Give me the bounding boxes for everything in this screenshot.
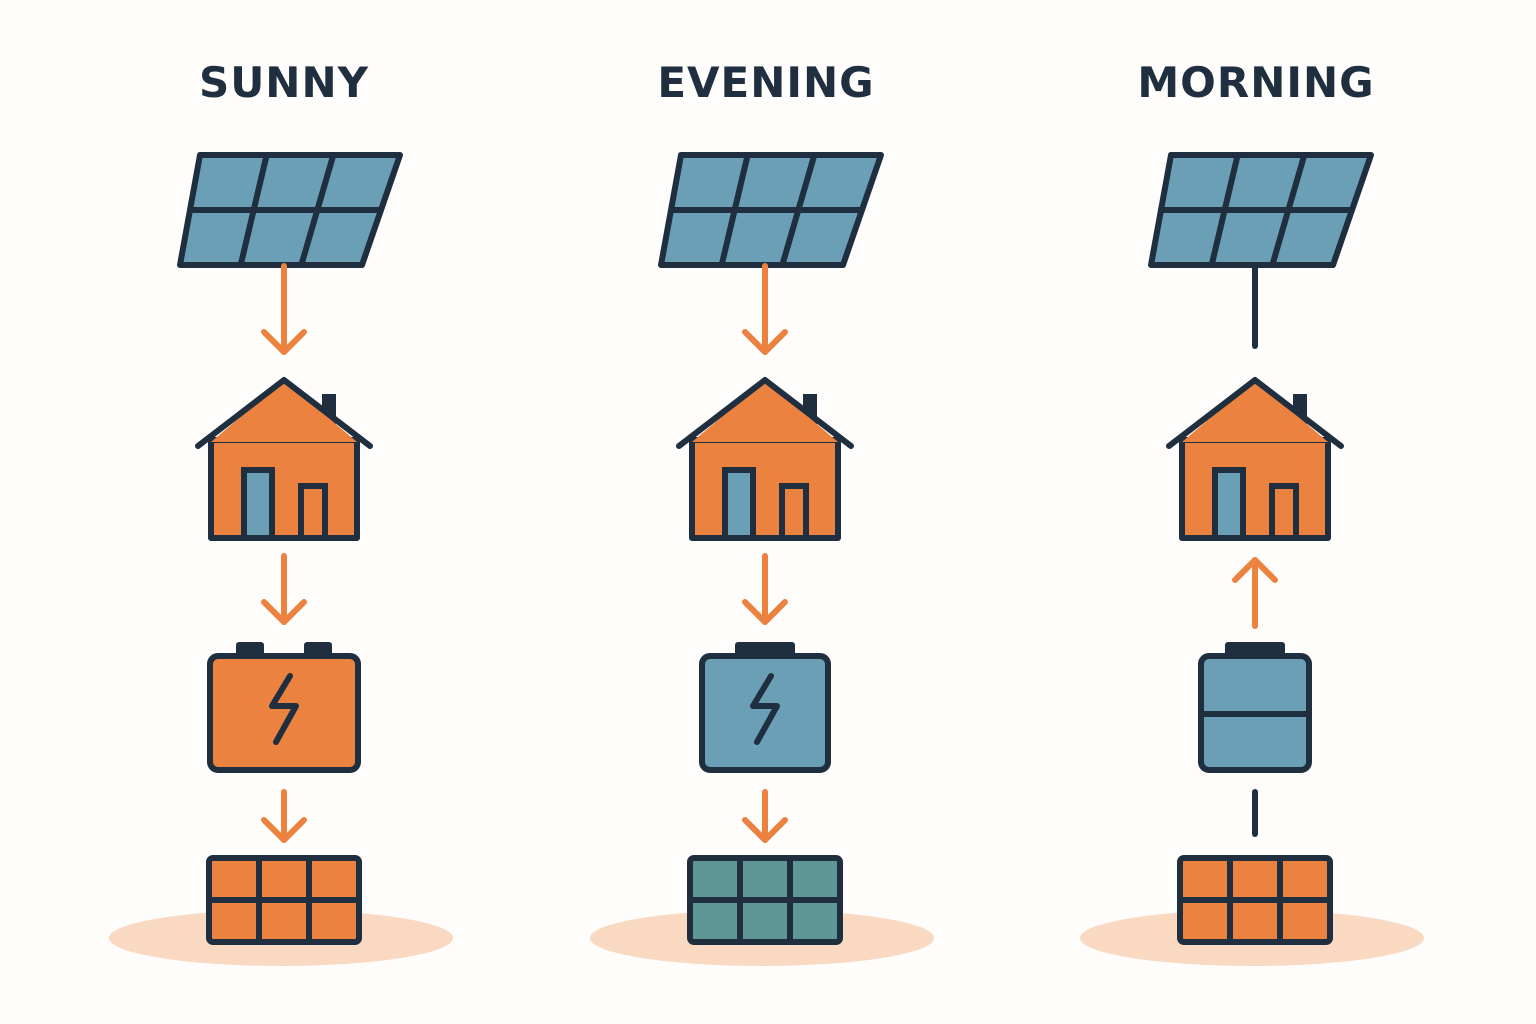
battery-icon (699, 642, 831, 773)
arrow-down-icon (261, 263, 307, 355)
house-door (722, 467, 756, 541)
house-icon (676, 377, 854, 541)
solar-panel-icon (177, 152, 403, 268)
house-icon (195, 377, 373, 541)
house-roof-outline (1166, 377, 1344, 449)
battery-icon (207, 642, 361, 773)
grid-block-icon (1177, 855, 1333, 945)
house-door (241, 467, 275, 541)
arrow-up-icon (1232, 557, 1278, 629)
house-roof (1182, 380, 1328, 442)
house-icon (1166, 377, 1344, 541)
scenario-column-morning (1080, 152, 1424, 966)
grid-block-icon (206, 855, 362, 945)
battery-terminal (304, 642, 332, 656)
house-door (1212, 467, 1246, 541)
scenario-title-morning: MORNING (1137, 58, 1375, 107)
grid-block-icon (687, 855, 843, 945)
house-roof (211, 380, 357, 442)
battery-icon (1198, 642, 1312, 773)
battery-body (699, 653, 831, 773)
solar-panel-icon (1148, 152, 1374, 268)
house-body (1179, 437, 1331, 541)
house-window (1269, 483, 1299, 541)
arrow-down-icon (742, 553, 788, 625)
house-roof-outline (195, 377, 373, 449)
arrow-down-icon (261, 553, 307, 625)
lightning-icon (269, 673, 299, 745)
house-roof (692, 380, 838, 442)
house-window (298, 483, 328, 541)
arrow-down-icon (742, 789, 788, 843)
arrow-down-icon (261, 789, 307, 843)
battery-terminal (236, 642, 264, 656)
scenario-title-evening: EVENING (657, 58, 875, 107)
house-roof-outline (676, 377, 854, 449)
arrow-down-icon (742, 263, 788, 355)
lightning-icon (750, 673, 780, 745)
solar-panel-icon (658, 152, 884, 268)
house-body (689, 437, 841, 541)
scenario-column-evening (590, 152, 934, 966)
battery-terminal (735, 642, 795, 656)
scenario-title-sunny: SUNNY (198, 58, 370, 107)
house-window (779, 483, 809, 541)
battery-terminal (1225, 642, 1285, 656)
battery-body (207, 653, 361, 773)
house-body (208, 437, 360, 541)
scenario-column-sunny (109, 152, 453, 966)
